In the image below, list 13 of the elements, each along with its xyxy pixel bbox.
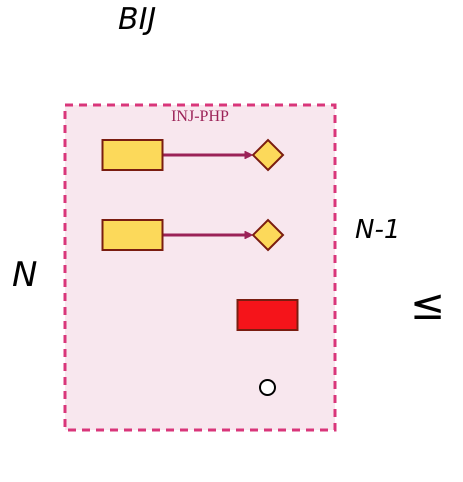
handwritten-label: ≤ [410, 280, 446, 329]
cluster: INJ-PHP [64, 104, 336, 432]
node-box [102, 139, 164, 171]
node-diamond [252, 138, 284, 172]
node-circle [259, 379, 276, 396]
node-box [236, 299, 298, 331]
node-diamond [252, 218, 284, 252]
handwritten-label: N-1 [355, 215, 400, 245]
handwritten-note: BIJ [118, 2, 156, 37]
handwritten-label: N [12, 255, 38, 295]
arrow [162, 230, 253, 240]
node-box [102, 219, 164, 251]
arrow [162, 150, 253, 160]
